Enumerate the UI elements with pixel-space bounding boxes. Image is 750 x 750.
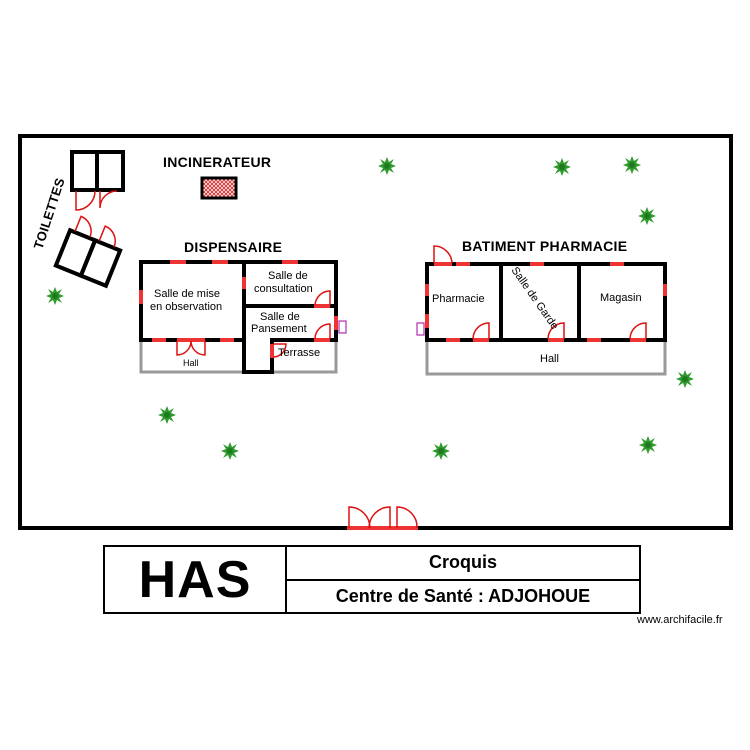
guard-room-label: Salle de Garde xyxy=(509,265,561,332)
tree-icon xyxy=(378,157,396,175)
title-block-text: Croquis Centre de Santé : ADJOHOUE xyxy=(287,547,639,612)
tree-icon xyxy=(623,156,641,174)
observation-room-label-2: en observation xyxy=(150,301,222,313)
tree-icon xyxy=(639,436,657,454)
pharmacy-building xyxy=(416,245,667,376)
entrance-gate xyxy=(347,506,418,530)
tree-icon xyxy=(638,207,656,225)
incinerator-label: INCINERATEUR xyxy=(163,154,271,170)
consultation-room-label-1: Salle de xyxy=(268,270,308,282)
storage-room-label: Magasin xyxy=(600,292,642,304)
toilets-label: TOILETTES xyxy=(31,176,68,251)
pharmacy-building-label: BATIMENT PHARMACIE xyxy=(462,238,627,254)
tree-icon xyxy=(676,370,694,388)
tree-icon xyxy=(46,287,64,305)
tree-icon xyxy=(158,406,176,424)
site-boundary xyxy=(18,134,733,530)
incinerator xyxy=(200,176,238,200)
consultation-room-label-2: consultation xyxy=(254,283,313,295)
observation-room-label-1: Salle de mise xyxy=(154,288,220,300)
dispensary-label: DISPENSAIRE xyxy=(184,239,282,255)
terrace-label: Terrasse xyxy=(278,347,320,359)
pharmacy-hall-label: Hall xyxy=(540,353,559,365)
title-block-logo: HAS xyxy=(105,547,287,612)
dispensary-hall-label: Hall xyxy=(183,358,199,368)
credit-link[interactable]: www.archifacile.fr xyxy=(637,614,723,626)
tree-icon xyxy=(221,442,239,460)
title-block-title: Croquis xyxy=(287,547,639,581)
toilets-block-rotated xyxy=(53,215,123,289)
tree-icon xyxy=(553,158,571,176)
dispensary-building xyxy=(139,260,347,374)
title-block: HAS Croquis Centre de Santé : ADJOHOUE xyxy=(103,545,641,614)
tree-icon xyxy=(432,442,450,460)
dressing-room-label-1: Salle de xyxy=(260,311,300,323)
pharmacy-room-label: Pharmacie xyxy=(432,293,485,305)
toilets-block-top xyxy=(70,150,125,211)
dressing-room-label-2: Pansement xyxy=(251,323,307,335)
title-block-subtitle: Centre de Santé : ADJOHOUE xyxy=(335,585,591,606)
